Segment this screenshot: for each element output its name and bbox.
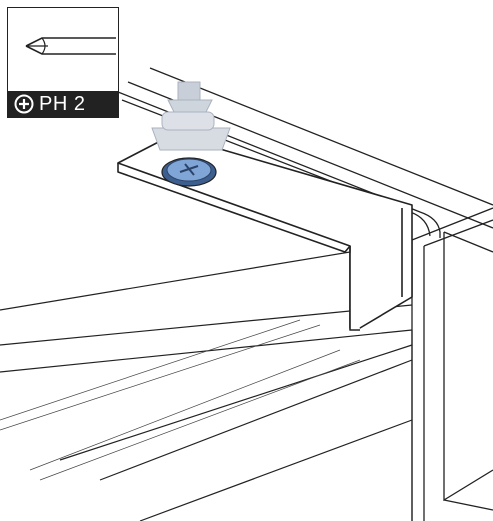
tool-size-text: PH 2	[39, 92, 86, 115]
phillips-cross-icon	[14, 94, 34, 114]
appliance-highlights	[0, 319, 361, 481]
tool-indicator: PH 2	[7, 7, 119, 118]
cabinet-side-wall	[411, 207, 493, 521]
mounting-bracket	[117, 134, 413, 331]
screw-head	[161, 157, 217, 187]
phillips-screwdriver-bit-icon	[25, 37, 116, 55]
tool-size-label: PH 2	[8, 91, 118, 117]
bolt-shadow	[151, 81, 231, 151]
